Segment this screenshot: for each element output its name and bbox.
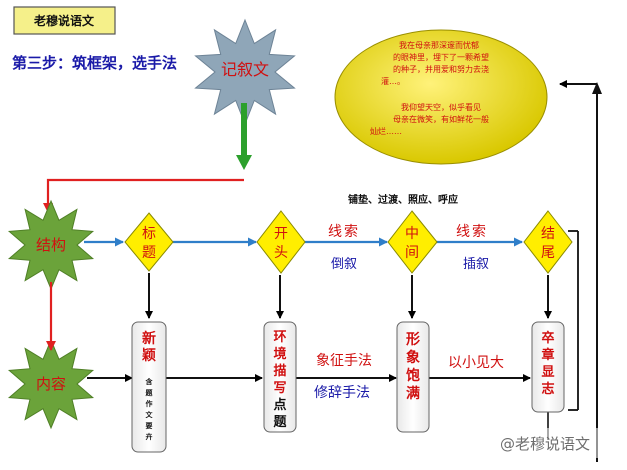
box-vivid: 形象饱满 xyxy=(396,321,430,433)
diamond-ending-line1: 结 xyxy=(541,226,555,242)
label-flashback: 倒叙 xyxy=(331,257,357,272)
watermark-text: @老穆说语文 xyxy=(500,435,590,453)
quote-line-1: 我在母亲那深邃而忧郁 xyxy=(399,40,479,50)
box-theme: 卒章显志 xyxy=(531,321,565,413)
box-environment: 环境描写点题 xyxy=(263,321,297,433)
label-rhetoric: 修辞手法 xyxy=(314,385,370,401)
quote-line-4: 灌…。 xyxy=(381,76,405,86)
step-heading: 第三步：筑框架，选手法 xyxy=(12,54,177,72)
box-environment-text: 环境描写点题 xyxy=(273,330,287,430)
quote-line-7: 灿烂…… xyxy=(370,126,402,136)
techniques-note: 铺垫、过渡、照应、呼应 xyxy=(348,193,458,206)
box-theme-text: 卒章显志 xyxy=(541,330,554,397)
quote-line-5: 我仰望天空，似乎看见 xyxy=(401,102,481,112)
diamond-opening: 开 头 xyxy=(256,210,306,274)
diamond-title-line2: 题 xyxy=(142,245,156,261)
diamond-title: 标 题 xyxy=(124,212,174,272)
root-node-label: 记叙文 xyxy=(221,60,269,79)
content-label: 内容 xyxy=(36,375,66,393)
quote-ellipse: 我在母亲那深邃而忧郁 的眼神里，埋下了一颗希望 的种子，并用爱和努力去浇 灌…。… xyxy=(334,29,548,165)
label-small-big: 以小见大 xyxy=(448,355,504,371)
structure-star: 结构 xyxy=(7,199,95,291)
box-vivid-text: 形象饱满 xyxy=(406,331,420,402)
box-novel-title: 新颖 xyxy=(142,330,156,364)
red-arrow-root-to-structure xyxy=(43,178,244,213)
structure-label: 结构 xyxy=(36,236,66,254)
diamond-opening-line1: 开 xyxy=(274,226,288,242)
down-arrows xyxy=(145,273,552,319)
quote-line-3: 的种子，并用爱和努力去浇 xyxy=(393,64,489,74)
label-interpolated: 插叙 xyxy=(463,257,489,272)
label-symbolism: 象征手法 xyxy=(316,353,372,369)
diamond-title-line1: 标 xyxy=(142,226,156,242)
watermark: @老穆说语文 xyxy=(470,428,620,458)
label-clue-1: 线索 xyxy=(328,223,360,240)
return-loop xyxy=(547,80,602,462)
diamond-ending: 结 尾 xyxy=(523,210,573,274)
diamond-middle: 中 间 xyxy=(387,210,438,274)
quote-line-2: 的眼神里，埋下了一颗希望 xyxy=(393,52,489,62)
box-novel: 新颖 含题作文要卉 xyxy=(131,321,167,453)
diamond-middle-line2: 间 xyxy=(405,245,419,261)
title-badge-text: 老穆说语文 xyxy=(34,13,95,28)
diamond-ending-line2: 尾 xyxy=(541,245,555,261)
content-star: 内容 xyxy=(7,338,95,430)
green-connector xyxy=(236,103,252,170)
title-badge: 老穆说语文 xyxy=(13,6,116,35)
box-novel-subtitle: 含题作文要卉 xyxy=(145,377,154,441)
diamond-opening-line2: 头 xyxy=(274,245,288,261)
label-clue-2: 线索 xyxy=(456,223,488,240)
diamond-middle-line1: 中 xyxy=(405,226,419,242)
quote-line-6: 母亲在微笑，有如鲜花一般 xyxy=(393,114,489,124)
